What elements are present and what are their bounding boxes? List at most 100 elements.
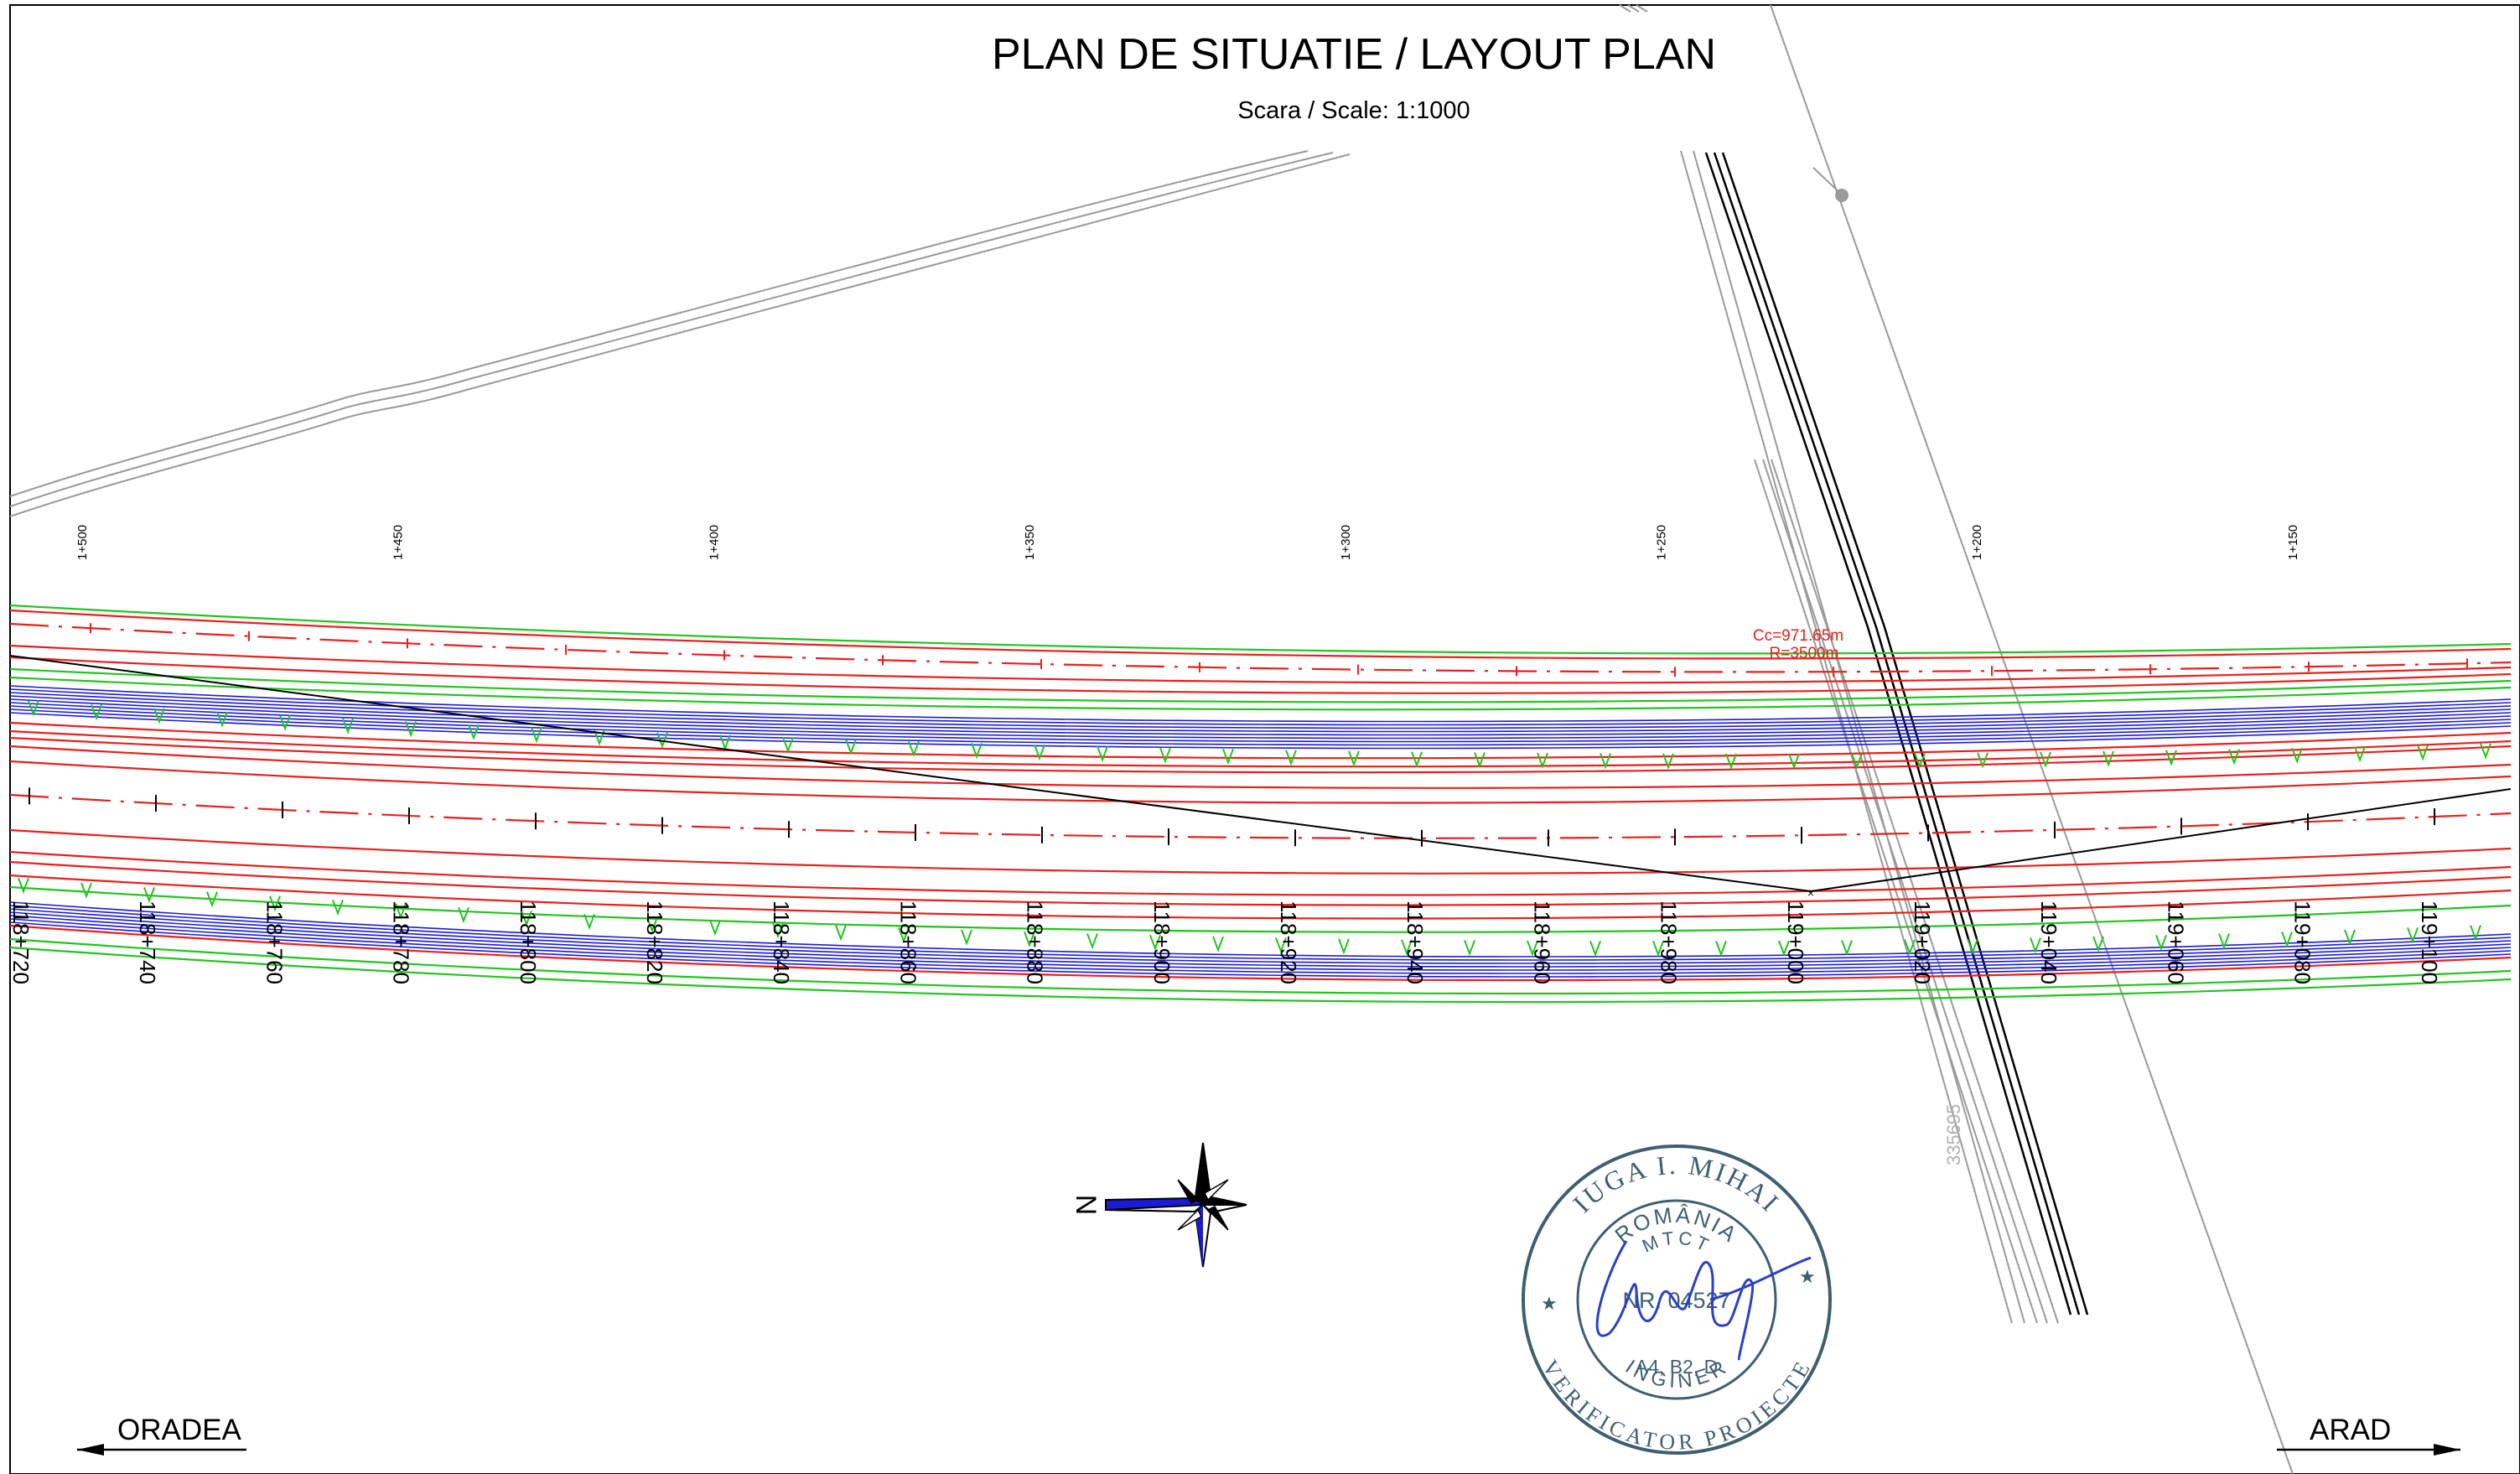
main-chainage-label: 119+060 [2163, 900, 2188, 984]
slope-marker [709, 920, 721, 937]
north-label: N [1070, 1195, 1102, 1216]
slope-marker [1212, 936, 1224, 952]
slope-marker [1024, 931, 1035, 948]
crossing-road-axis [1704, 152, 2089, 1316]
slope-marker [1285, 750, 1297, 766]
road-axis-line [9, 622, 2512, 673]
road-edge-line [9, 604, 2512, 655]
direction-left-label: ORADEA [117, 1414, 241, 1446]
crossing-chainage-label: 1+150 [2286, 525, 2300, 560]
slope-marker [206, 891, 218, 908]
curve-radius-label: R=3500m [1770, 645, 1839, 662]
existing-road-upper-left [9, 150, 1351, 517]
direction-arad: ARAD [2277, 1414, 2460, 1456]
slope-marker [2040, 751, 2051, 768]
ditch-line [9, 905, 2512, 961]
main-chainage-label: 119+040 [2036, 900, 2061, 984]
engineer-stamp: IUGA I. MIHAI ROMÂNIA MTCT NR. 04527 VER… [1522, 1144, 1832, 1455]
main-chainage-label: 118+720 [8, 900, 34, 984]
slope-marker [1411, 751, 1423, 768]
slope-marker [1537, 752, 1548, 769]
slope-marker [1222, 748, 1234, 766]
slope-marker [1464, 940, 1475, 957]
slope-marker [18, 877, 29, 895]
page-title: PLAN DE SITUATIE / LAYOUT PLAN [992, 30, 1716, 79]
slope-marker [656, 732, 668, 749]
main-chainage-label: 119+020 [1910, 900, 1935, 984]
slope-marker [898, 927, 910, 944]
road-lane-line [9, 745, 2512, 789]
slope-marker [908, 740, 920, 758]
slope-marker [2291, 747, 2303, 765]
main-chainage-label: 118+980 [1657, 900, 1682, 984]
slope-marker [521, 911, 532, 927]
slope-marker [1652, 941, 1664, 958]
slope-marker [2155, 934, 2167, 952]
slope-marker [269, 895, 281, 912]
signature-icon [1595, 1240, 1812, 1360]
ditch-line [9, 911, 2512, 968]
north-arrow-icon: N [1070, 1142, 1247, 1268]
road-edge-line [9, 676, 2512, 711]
slope-marker [961, 929, 972, 946]
survey-polyline [9, 655, 2512, 893]
slope-marker [2470, 925, 2481, 942]
arrow-right-icon [2434, 1444, 2460, 1456]
slope-marker [1914, 752, 1926, 770]
scale-label: Scara / Scale: 1:1000 [1237, 97, 1470, 124]
slope-marker [1662, 753, 1674, 770]
crossing-road-grey-lines [1619, 4, 2059, 1324]
stamp-star-left-icon: ★ [1541, 1293, 1558, 1314]
road-lane-line [9, 760, 2512, 804]
main-chainage-label: 118+820 [642, 900, 667, 984]
slope-marker [1715, 940, 1727, 958]
ditch-line [9, 685, 2512, 723]
slope-marker [458, 906, 469, 924]
slope-marker [2354, 746, 2366, 763]
ditch-line [9, 918, 2512, 974]
ditch-line [9, 908, 2512, 964]
slope-marker [1474, 752, 1486, 769]
slope-marker [153, 708, 165, 724]
slope-marker [1338, 938, 1350, 955]
slope-marker [835, 925, 847, 942]
road-lane-line [9, 924, 2512, 982]
arrow-left-icon [77, 1444, 104, 1456]
road-edge-line [9, 667, 2512, 703]
slope-marker [2407, 927, 2419, 944]
slope-marker [2281, 931, 2293, 948]
crossing-chainage-label: 1+350 [1023, 525, 1037, 560]
slope-marker [1589, 940, 1601, 958]
slope-marker [971, 742, 983, 760]
ditch-line [9, 901, 2512, 958]
road-edge-line [9, 885, 2512, 933]
road-edge-line [9, 937, 2512, 995]
slope-marker [2417, 745, 2429, 761]
slope-marker [468, 724, 480, 741]
slope-marker [1904, 939, 1916, 956]
slope-marker [1778, 940, 1790, 957]
slope-marker [2103, 750, 2114, 767]
road-lane-line [9, 850, 2512, 896]
ditch-line [9, 708, 2512, 746]
slope-marker [1086, 933, 1098, 950]
slope-marker [1977, 752, 1989, 769]
road-edge-line [9, 946, 2512, 1004]
main-chainage-label: 119+000 [1783, 900, 1808, 984]
survey-point-marker: × [1807, 886, 1814, 900]
crossing-chainage-label: 1+250 [1655, 525, 1669, 560]
ditch-line [9, 705, 2512, 743]
main-road-lines [9, 604, 2512, 1004]
crossing-chainage-label: 1+400 [707, 525, 721, 560]
road-lane-line [9, 729, 2512, 768]
slope-marker [395, 903, 407, 920]
embankment-markers [18, 700, 2491, 958]
slope-marker [1097, 745, 1108, 763]
slope-marker [2228, 749, 2240, 766]
direction-right-label: ARAD [2310, 1414, 2391, 1446]
crossing-chainage-label: 1+450 [391, 525, 406, 560]
slope-marker [2165, 750, 2177, 766]
slope-marker [1527, 940, 1538, 957]
slope-marker [583, 913, 595, 931]
